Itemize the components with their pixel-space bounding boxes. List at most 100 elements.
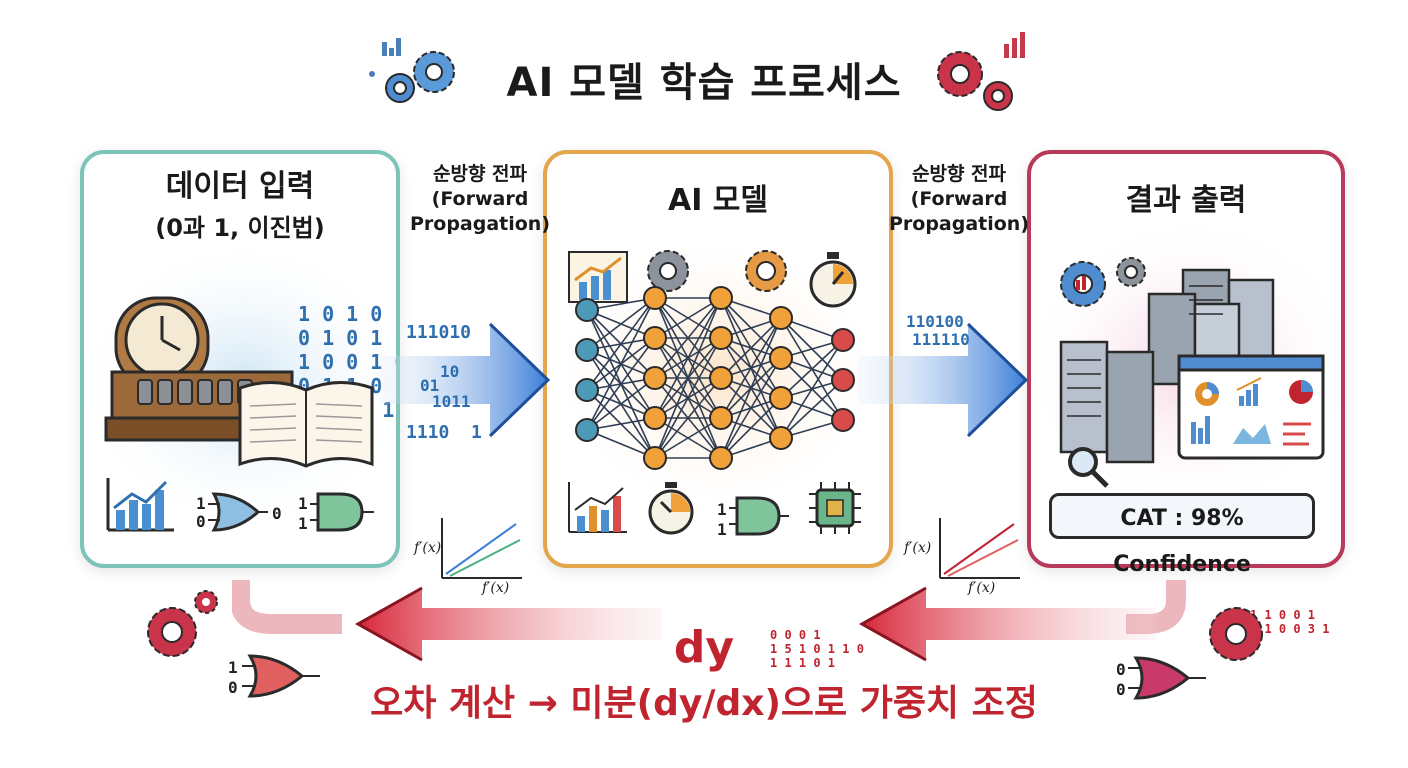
derivative-plot <box>441 518 522 579</box>
backward-arrow-left <box>232 580 662 662</box>
neuron <box>769 306 793 330</box>
neuron <box>709 326 733 350</box>
book-icon <box>238 380 374 468</box>
gate-bit: 1 <box>298 514 308 533</box>
gate-bit: 1 <box>196 494 206 513</box>
logic-gate-icon <box>208 492 268 532</box>
forward-arrow-left <box>380 322 551 438</box>
network-edge <box>780 339 844 399</box>
neuron <box>769 386 793 410</box>
arrow-bits: 1011 <box>432 392 471 411</box>
neuron <box>831 328 855 352</box>
model-panel-title: AI 모델 <box>667 183 769 218</box>
backward-arrow-right <box>858 580 1186 662</box>
neuron <box>575 418 599 442</box>
logic-gate-icon <box>729 496 789 536</box>
neuron <box>643 286 667 310</box>
gate-bit: 1 <box>298 494 308 513</box>
forward-arrow-right <box>858 322 1029 438</box>
network-edge <box>586 337 656 431</box>
backpropagation-label: 오차 계산 → 미분(dy/dx)으로 가중치 조정 <box>370 683 1038 724</box>
arrow-bits: 111110 <box>912 330 970 349</box>
network-edge <box>720 397 782 459</box>
magnifier-icon <box>1068 447 1109 488</box>
neuron <box>643 366 667 390</box>
network-edge <box>720 317 782 379</box>
input-panel-subtitle: (0과 1, 이진법) <box>155 214 325 242</box>
neuron <box>575 378 599 402</box>
network-edge <box>654 297 722 459</box>
network-edge <box>780 379 844 439</box>
bar-chart-icon <box>106 478 174 532</box>
network-edge <box>654 377 722 459</box>
neuron <box>709 366 733 390</box>
ai-model-panel: AI 모델 1 1 <box>543 150 893 568</box>
neuron <box>575 298 599 322</box>
arrow-bits: 110100 <box>906 312 964 331</box>
network-edge <box>586 377 656 431</box>
network-edge <box>654 417 722 459</box>
page-title: AI 모델 학습 프로세스 <box>506 60 902 106</box>
chip-icon <box>809 482 861 534</box>
stopwatch-icon <box>809 252 857 308</box>
prediction-result: CAT : 98% Confidence <box>1049 493 1315 577</box>
derivative-x-label: f′(x) <box>482 580 510 596</box>
neuron <box>769 426 793 450</box>
gate-bit: 0 <box>228 678 238 697</box>
neuron <box>769 346 793 370</box>
network-edge <box>654 297 722 379</box>
logic-gate-icon <box>242 654 320 698</box>
neuron <box>643 446 667 470</box>
derivative-y-label: f′(x) <box>904 540 932 556</box>
neuron <box>709 446 733 470</box>
dashboard-icon <box>1177 354 1325 460</box>
gear-icon <box>147 590 218 657</box>
network-edge <box>654 297 722 419</box>
network-edge <box>586 297 656 431</box>
derivative-y-label: f′(x) <box>414 540 442 556</box>
derivative-dy-label: dy <box>673 622 735 673</box>
network-edge <box>586 297 656 391</box>
gate-bit: 1 <box>717 500 727 519</box>
arrow-bits: 111010 <box>406 322 472 343</box>
neuron <box>709 406 733 430</box>
derivative-plot <box>939 518 1020 579</box>
network-edge <box>654 297 722 339</box>
neuron <box>575 338 599 362</box>
output-panel-title: 결과 출력 <box>1125 183 1247 218</box>
gear-icon <box>647 250 689 292</box>
logic-gate-icon <box>1128 656 1206 700</box>
input-panel-title: 데이터 입력 <box>165 169 315 204</box>
gear-icon <box>745 250 787 292</box>
gear-icon <box>1060 257 1146 307</box>
gear-icon <box>937 32 1025 111</box>
neuron <box>643 326 667 350</box>
stopwatch-icon <box>648 482 694 535</box>
line-chart-icon <box>568 251 628 303</box>
neuron <box>643 406 667 430</box>
gate-bit: 0 <box>1116 660 1126 679</box>
gear-icon <box>1209 607 1263 661</box>
gate-bit: 1 <box>228 658 238 677</box>
logic-gate-icon <box>310 492 374 532</box>
gate-bit: 1 <box>717 520 727 539</box>
network-edge <box>586 297 656 351</box>
neuron <box>709 286 733 310</box>
arrow-bits: 10 <box>440 362 460 381</box>
network-edge <box>720 357 782 459</box>
gate-bit: 0 <box>1116 680 1126 699</box>
gear-icon <box>369 38 455 103</box>
bar-chart-icon <box>568 482 627 533</box>
arrow-bits: 1110 1 <box>406 422 482 443</box>
network-edge <box>586 429 656 459</box>
neuron <box>831 408 855 432</box>
network-edge <box>654 337 722 459</box>
network-edge <box>720 317 782 459</box>
gate-bit: 0 <box>196 512 206 531</box>
neuron <box>831 368 855 392</box>
gate-bit: 0 <box>272 504 282 523</box>
